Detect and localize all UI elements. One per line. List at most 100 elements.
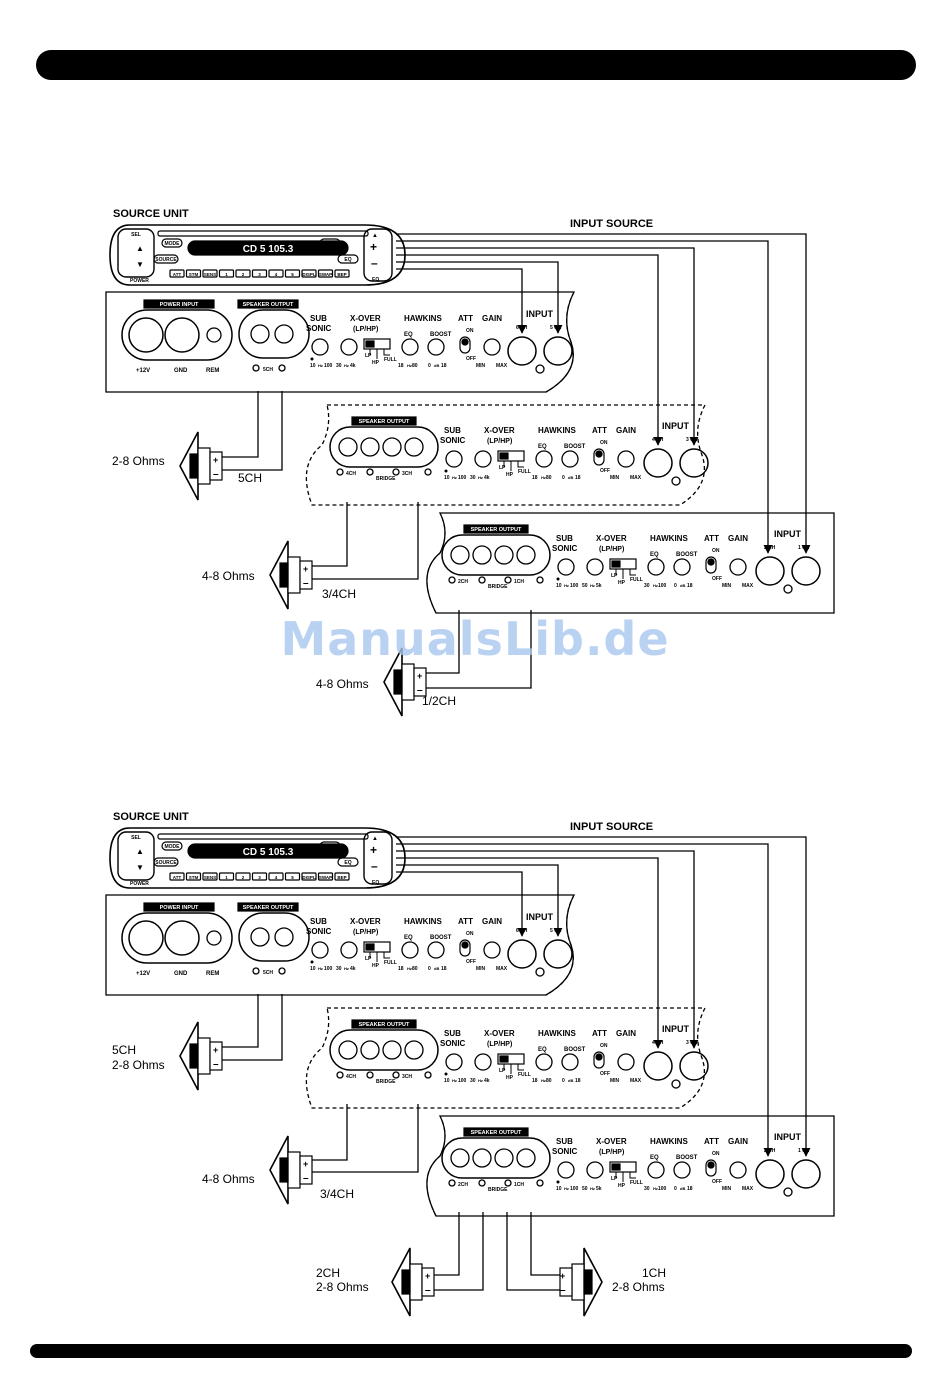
switch-leads [369, 349, 390, 359]
minus-terminal-label: – [213, 469, 219, 480]
boost-knob [673, 1161, 691, 1179]
left-button-panel [117, 228, 155, 278]
lphp-label: (LP/HP) [353, 929, 378, 936]
display-text: CD 5 105.3 [243, 244, 294, 255]
wire-5ch-minus [222, 391, 283, 471]
top-bar [36, 50, 916, 80]
input-ch-label: 5 CH [550, 325, 562, 331]
scale: 100 [658, 583, 667, 589]
scale: 30 [336, 363, 342, 369]
scale: 0 [428, 966, 431, 972]
led [671, 476, 681, 486]
rca-jack [791, 1159, 821, 1189]
speaker-terminal [382, 437, 402, 457]
plus-terminal-label: + [425, 1271, 430, 1281]
gain-label: GAIN [616, 1029, 636, 1038]
speaker-output-block [329, 1029, 439, 1071]
vol-minus: – [371, 859, 378, 873]
rem-terminal [206, 327, 222, 343]
speaker-cone-detail [388, 659, 397, 705]
eq-small-label: EQ [372, 880, 379, 886]
wire-3ch [396, 850, 699, 1049]
rca-jack [679, 1051, 709, 1081]
scale: 80 [412, 363, 418, 369]
scale: 0 [562, 475, 565, 481]
switch-slider [365, 340, 375, 348]
scale: Hz [318, 363, 323, 368]
plus-terminal-label: + [213, 455, 218, 465]
terminal-plus [336, 468, 344, 476]
preset-label: STM [189, 272, 199, 277]
p12v-terminal [128, 920, 164, 956]
power-label: POWER [130, 278, 149, 284]
gnd-terminal [164, 920, 200, 956]
speaker-coil [401, 1269, 411, 1295]
plus-terminal-label: + [303, 1159, 308, 1169]
rca-jack [791, 556, 821, 586]
on-label: ON [712, 1151, 720, 1157]
boost-label: BOOST [430, 935, 452, 941]
p12v-label: +12V [136, 368, 150, 374]
hawkins-label: HAWKINS [404, 314, 442, 323]
plus-terminal-label: + [560, 1271, 565, 1281]
scale: Hz [407, 966, 412, 971]
input-ch-label: 2 CH [764, 545, 776, 551]
ohms-5ch: 2-8 Ohms [112, 1058, 165, 1072]
down-arrow: ▼ [136, 260, 144, 269]
scale: 18 [398, 966, 404, 972]
scale: Hz [653, 1186, 658, 1191]
speaker-terminal [338, 1040, 358, 1060]
speaker-output-label: SPEAKER OUTPUT [471, 527, 522, 533]
label-2ch: 2CH [316, 1266, 340, 1280]
scale: 18 [687, 1186, 693, 1192]
preset-label: STM [189, 875, 199, 880]
speaker-coil [279, 1157, 289, 1183]
power-input-block [121, 912, 233, 964]
scale: 10 [556, 583, 562, 589]
xover-label: X-OVER [596, 534, 627, 543]
speaker-output-tab [463, 1127, 529, 1137]
scale: 30 [644, 1186, 650, 1192]
rca-jack [543, 336, 573, 366]
vol-plus: + [370, 240, 377, 254]
switch-slider [499, 1055, 509, 1063]
up-arrow: ▲ [136, 847, 144, 856]
wire-1ch [396, 233, 811, 554]
ohms-34ch: 4-8 Ohms [202, 569, 255, 583]
scale: 30 [470, 475, 476, 481]
preset-label: 4 [275, 875, 278, 880]
eq-knob [647, 558, 665, 576]
speaker-terminal [299, 560, 313, 590]
preset-label: 1 [225, 875, 228, 880]
scale: 80 [412, 966, 418, 972]
max-label: MAX [742, 1186, 754, 1192]
preset-label: 2 [242, 272, 245, 277]
wire-1ch-minus [530, 1212, 560, 1276]
speaker-magnet [401, 663, 415, 701]
preset-label: 4 [275, 272, 278, 277]
power-input-tab [143, 902, 215, 912]
hp-label: HP [372, 360, 380, 366]
full-label: FULL [630, 1180, 643, 1186]
xover-label: X-OVER [350, 917, 381, 926]
speaker-terminal [360, 1040, 380, 1060]
preset-label: SENS [204, 875, 216, 880]
scale: Hz [653, 583, 658, 588]
sonic-label: SONIC [440, 436, 466, 445]
terminal-plus [252, 364, 260, 372]
speaker-cone-detail [274, 552, 283, 598]
speaker-output-tab [237, 299, 299, 309]
rca-jack [755, 1159, 785, 1189]
preset-label: BEP [337, 272, 346, 277]
sel-label: SEL [131, 835, 141, 841]
att-switch-knob [595, 450, 603, 458]
minus-terminal-label: – [213, 1059, 219, 1070]
vol-minus: – [371, 256, 378, 270]
scale: dB [434, 363, 439, 368]
bridge-label: BRIDGE [376, 1079, 396, 1085]
minus-terminal-label: – [303, 578, 309, 589]
lcd-display [187, 240, 349, 256]
scale: 10 [444, 475, 450, 481]
dot [310, 960, 314, 964]
terminal-minus [536, 1179, 544, 1187]
